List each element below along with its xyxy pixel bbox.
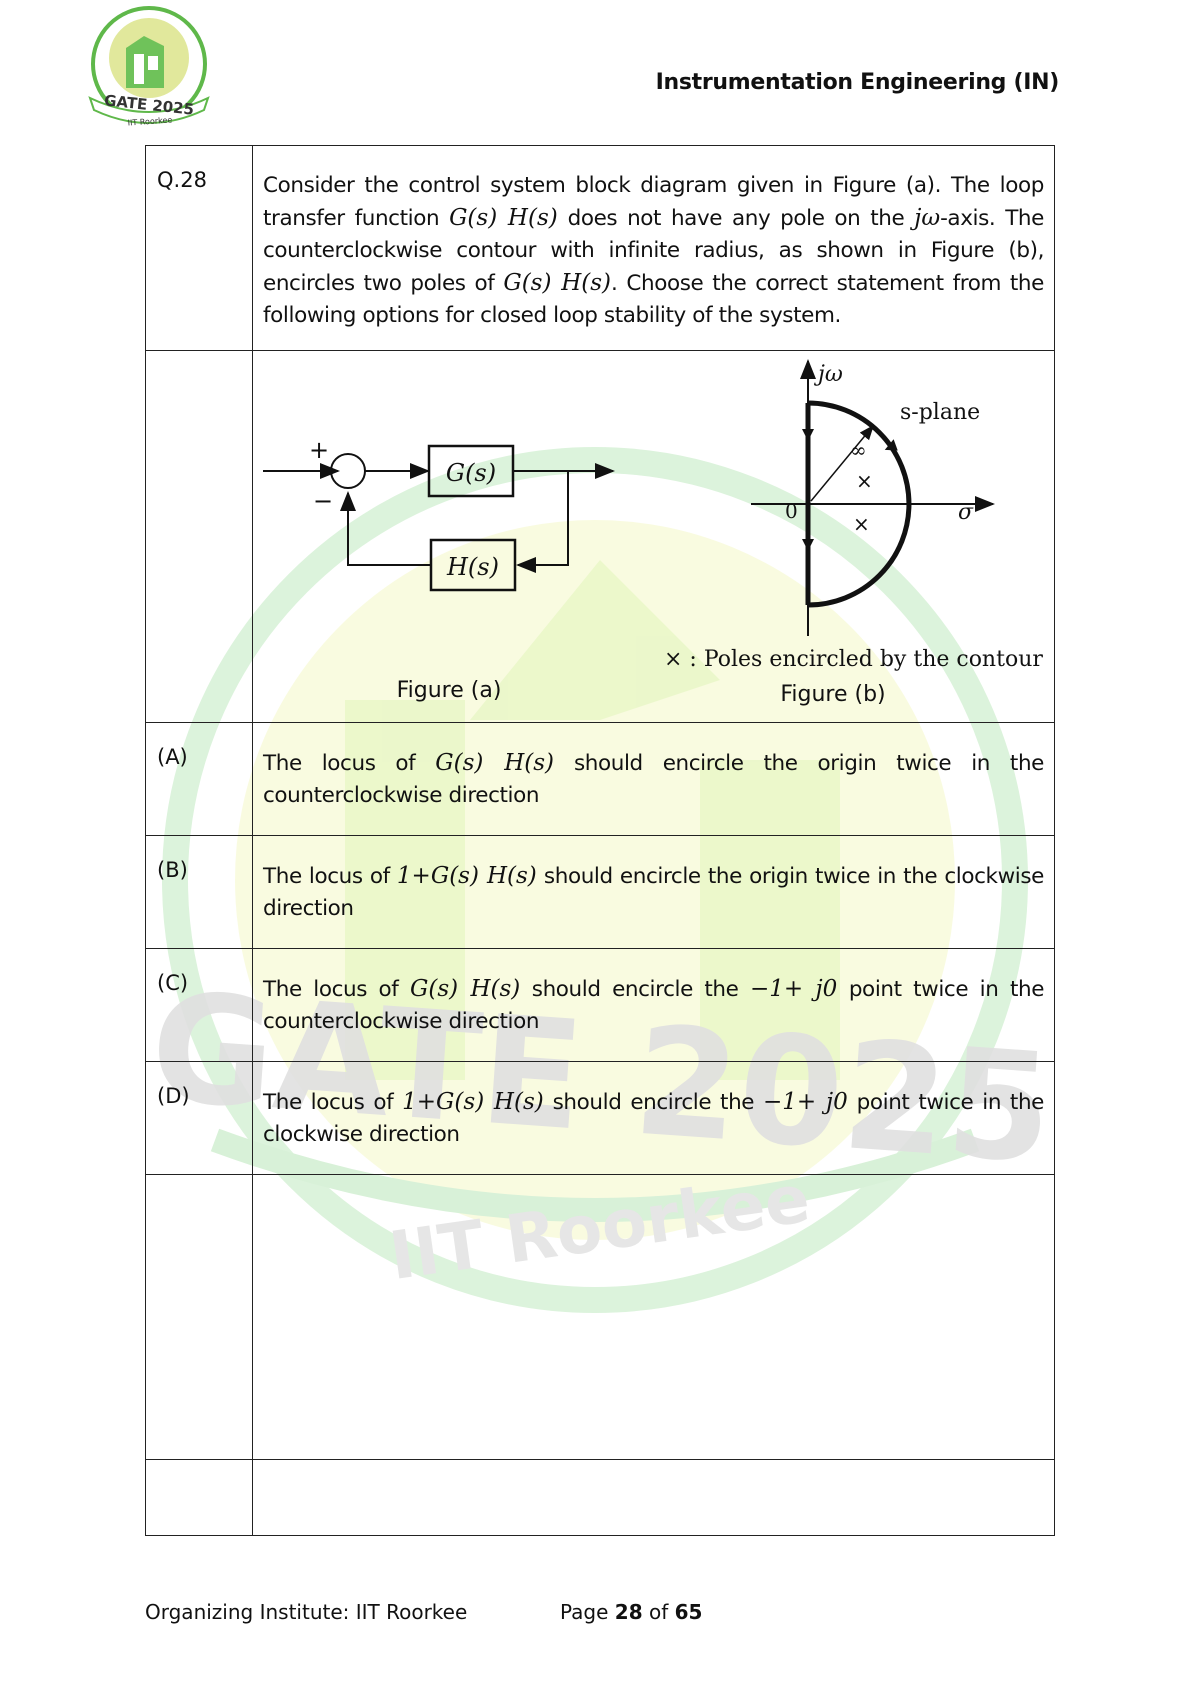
figure-a-caption: Figure (a)	[397, 678, 502, 703]
option-text-part: point twice in the counterclockwise dire…	[263, 977, 1045, 1034]
figure-a	[263, 444, 615, 592]
option-text-part: should encircle the origin twice in the …	[263, 751, 1044, 808]
page-of: of	[648, 1600, 669, 1624]
option-row-d: (D) The locus of 1+G(s) H(s) should enci…	[145, 1061, 1055, 1175]
sigma-label: σ	[958, 500, 974, 525]
option-row-a: (A) The locus of G(s) H(s) should encirc…	[145, 722, 1055, 836]
figure-b	[751, 359, 995, 636]
option-text-part: should encircle the origin twice in the …	[263, 864, 1044, 921]
figures-svg: + − G(s) H(s) Figure (a) jω s-plane	[263, 359, 1043, 707]
math-gh: G(s) H(s)	[503, 270, 612, 296]
figure-row: + − G(s) H(s) Figure (a) jω s-plane	[145, 350, 1055, 723]
block-g-label: G(s)	[446, 459, 496, 487]
option-label: (C)	[145, 948, 253, 1062]
blank-row	[145, 1174, 1055, 1460]
jw-axis-label: jω	[813, 362, 843, 387]
math-expr: 1+G(s) H(s)	[396, 863, 537, 889]
option-text-part: The locus of	[263, 751, 416, 776]
question-text-part: Consider the control system block diagra…	[263, 173, 1044, 231]
figure-label-cell	[145, 350, 253, 723]
contour-arrow-up	[802, 429, 814, 441]
question-text: Consider the control system block diagra…	[252, 145, 1055, 351]
option-text: The locus of G(s) H(s) should encircle t…	[252, 948, 1055, 1062]
option-text: The locus of G(s) H(s) should encircle t…	[252, 722, 1055, 836]
option-text-part: The locus of	[263, 1090, 394, 1115]
pole-marker-1: ×	[856, 469, 873, 493]
question-table: Q.28 Consider the control system block d…	[145, 145, 1055, 1536]
plus-sign: +	[309, 436, 329, 464]
option-text-part: should encircle the	[531, 977, 739, 1002]
option-label: (A)	[145, 722, 253, 836]
question-number: Q.28	[145, 145, 253, 351]
blank-cell	[252, 1459, 1055, 1536]
option-text-part: The locus of	[263, 864, 390, 889]
option-label: (D)	[145, 1061, 253, 1175]
radius-arrow	[810, 424, 874, 502]
feedback-path	[516, 471, 569, 573]
paper-title: Instrumentation Engineering (IN)	[655, 70, 1060, 95]
blank-cell	[145, 1459, 253, 1536]
math-expr: G(s) H(s)	[409, 976, 521, 1002]
pole-marker-2: ×	[853, 512, 870, 536]
option-text: The locus of 1+G(s) H(s) should encircle…	[252, 1061, 1055, 1175]
option-text-part: point twice in the clockwise direction	[263, 1090, 1045, 1147]
logo-subtext: IIT Roorkee	[127, 115, 172, 127]
page-current: 28	[614, 1600, 643, 1624]
page-total: 65	[674, 1600, 703, 1624]
math-expr: G(s) H(s)	[435, 750, 555, 776]
footer-institute: Organizing Institute: IIT Roorkee	[145, 1600, 468, 1624]
feedback-return	[340, 491, 431, 566]
option-text: The locus of 1+G(s) H(s) should encircle…	[252, 835, 1055, 949]
gate-logo: GATE 2025 IIT Roorkee	[88, 6, 210, 128]
question-row: Q.28 Consider the control system block d…	[145, 145, 1055, 351]
blank-cell	[252, 1174, 1055, 1460]
math-gh: G(s) H(s)	[449, 205, 558, 231]
block-h-label: H(s)	[446, 553, 499, 581]
option-text-part: should encircle the	[552, 1090, 755, 1115]
infinity-label: ∞	[850, 438, 867, 462]
math-jw: jω	[914, 205, 941, 231]
question-text-part: does not have any pole on the	[567, 206, 905, 231]
blank-cell	[145, 1174, 253, 1460]
math-point: −1+ j0	[750, 976, 838, 1002]
origin-label: 0	[785, 499, 798, 523]
contour-arrow-arc	[884, 439, 898, 451]
option-row-c: (C) The locus of G(s) H(s) should encirc…	[145, 948, 1055, 1062]
contour-arc	[807, 400, 912, 608]
blank-row	[145, 1459, 1055, 1536]
figure-b-caption: Figure (b)	[780, 682, 885, 707]
option-text-part: The locus of	[263, 977, 399, 1002]
minus-sign: −	[313, 487, 333, 515]
footer-page-number: Page 28 of 65	[560, 1600, 702, 1624]
option-label: (B)	[145, 835, 253, 949]
s-plane-label: s-plane	[900, 400, 980, 425]
figure-cell: + − G(s) H(s) Figure (a) jω s-plane	[252, 350, 1055, 723]
question-text-part: -axis. The counterclockwise contour with…	[263, 206, 1044, 296]
page-prefix: Page	[560, 1600, 609, 1624]
math-point: −1+ j0	[763, 1089, 848, 1115]
option-row-b: (B) The locus of 1+G(s) H(s) should enci…	[145, 835, 1055, 949]
question-text-part: . Choose the correct statement from the …	[263, 271, 1044, 328]
contour-arrow-down	[802, 539, 814, 551]
math-expr: 1+G(s) H(s)	[402, 1089, 544, 1115]
pole-legend: × : Poles encircled by the contour	[664, 647, 1043, 672]
